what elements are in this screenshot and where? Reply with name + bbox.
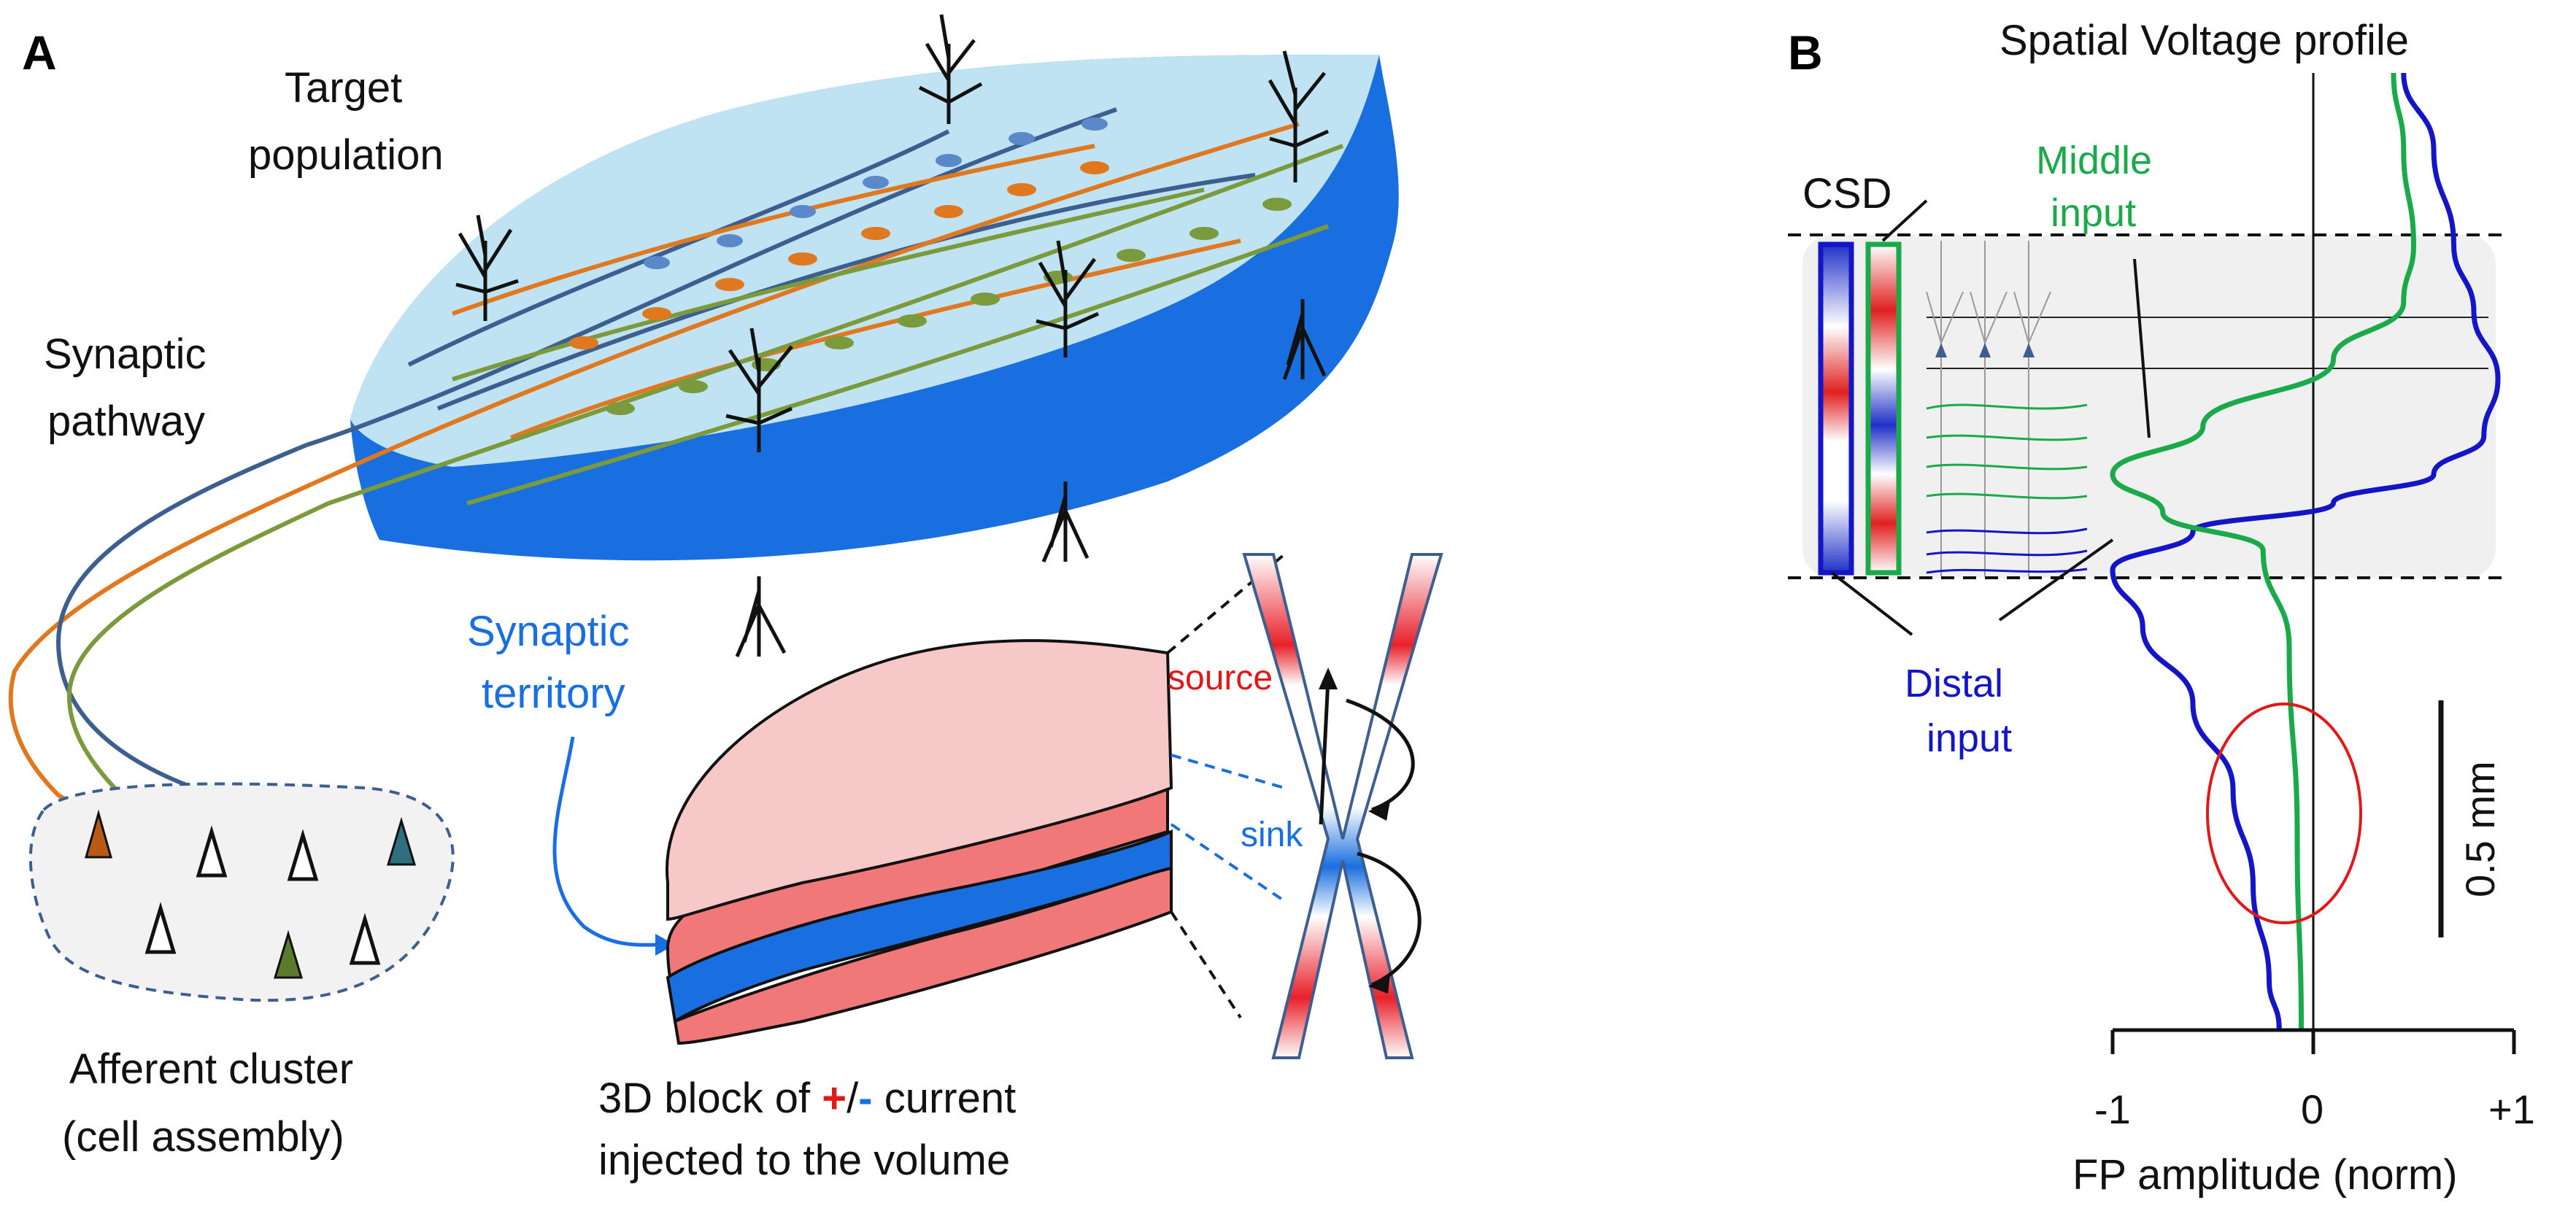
synaptic-pathway-line1: Synaptic: [44, 330, 206, 378]
caption-post: current: [873, 1075, 1017, 1122]
source-label: source: [1168, 659, 1273, 697]
cell-icon: [144, 902, 177, 954]
middle-input-curve: [2110, 72, 2417, 1029]
cell-icon: [349, 913, 381, 965]
chart-title: Spatial Voltage profile: [2000, 17, 2409, 64]
blue-axon: [55, 443, 395, 834]
profile-plot: [2110, 72, 2501, 1029]
x-axis-label: FP amplitude (norm): [2072, 1151, 2458, 1199]
green-fiber-2: [466, 224, 1330, 506]
x-axis: -1 0 +1 FP amplitude (norm): [2072, 1028, 2535, 1199]
neuron-icon: [455, 214, 519, 321]
current-arrowhead: [1368, 801, 1390, 821]
green-fiber-3: [452, 187, 1205, 382]
block-caption-line2: injected to the volume: [598, 1137, 1010, 1184]
x-tick-label: -1: [2094, 1086, 2131, 1132]
neuron-icon: [1041, 481, 1090, 562]
distal-input-curve: [2110, 72, 2501, 1029]
synaptic-territory-line2: territory: [482, 670, 625, 717]
csd-bar-distal: [1818, 241, 1854, 576]
panel-a-label: A: [22, 26, 57, 80]
territory-arrow: [552, 736, 665, 947]
scale-bar-label: 0.5 mm: [2457, 761, 2503, 897]
pathway-fibers: [306, 107, 1344, 506]
blue-fiber-2: [436, 173, 1256, 411]
neuron-icon: [918, 14, 983, 124]
cell-icon: [287, 829, 319, 881]
orange-fiber-1: [349, 122, 1300, 469]
afferent-cluster-line1: Afferent cluster: [69, 1045, 353, 1093]
panel-a: A Target population Synaptic pathway: [8, 14, 1443, 1184]
middle-input-line1: Middle: [2036, 139, 2152, 182]
cell-icon: [196, 825, 228, 878]
block-caption-line1: 3D block of +/- current: [598, 1075, 1016, 1122]
caption-slash: /: [847, 1075, 859, 1122]
dendrite-schematic: [1242, 553, 1443, 1059]
csd-label: CSD: [1802, 170, 1891, 217]
orange-fiber-2: [451, 144, 1095, 316]
orange-fiber-3: [509, 239, 1241, 440]
current-block: [665, 639, 1173, 1045]
target-population-slab: [350, 55, 1399, 561]
blue-fiber-3: [407, 129, 950, 367]
neuron-icon: [1282, 299, 1327, 380]
sink-label: sink: [1241, 816, 1303, 854]
pointer-lines: [1830, 199, 2151, 636]
current-arrowhead: [1319, 668, 1338, 689]
middle-input-fibers: [1926, 403, 2088, 500]
caption-minus: -: [858, 1075, 872, 1122]
caption-plus: +: [822, 1075, 847, 1122]
current-arrows: [1319, 678, 1422, 987]
synaptic-territory-line1: Synaptic: [467, 608, 629, 655]
orange-cell-icon: [85, 809, 112, 859]
middle-input-line2: input: [2051, 191, 2136, 235]
neuron-icon: [725, 328, 793, 452]
panel-b-label: B: [1788, 26, 1823, 80]
afferent-cluster-line2: (cell assembly): [62, 1113, 344, 1161]
current-arrowhead: [1368, 974, 1390, 994]
target-population-line1: Target: [285, 64, 402, 112]
distal-input-line2: input: [1927, 716, 2012, 760]
afferent-cluster: [28, 782, 455, 1002]
neuron-icon: [735, 576, 787, 657]
neuron-icons: [455, 14, 1330, 657]
highlight-ellipse: [2206, 703, 2362, 924]
green-fiber-1: [328, 144, 1344, 506]
blue-cell-icon: [386, 816, 417, 866]
x-tick-label: 0: [2301, 1086, 2324, 1132]
green-cell-icon: [273, 929, 304, 979]
cortical-slab: [1802, 235, 2496, 578]
blue-fiber-1: [306, 107, 1117, 447]
x-tick-label: +1: [2488, 1086, 2535, 1132]
neuron-icon: [1268, 50, 1330, 182]
orange-axon: [8, 465, 352, 819]
csd-bar-middle: [1865, 241, 1902, 576]
neuron-icon: [1036, 240, 1100, 357]
distal-input-line1: Distal: [1905, 662, 2003, 705]
territory-arrowhead: [655, 934, 675, 956]
target-population-line2: population: [248, 131, 444, 179]
panel-b: B Spatial Voltage profile CSD: [1788, 17, 2535, 1199]
caption-pre: 3D block of: [598, 1075, 822, 1122]
synaptic-pathway-line2: pathway: [47, 398, 205, 445]
